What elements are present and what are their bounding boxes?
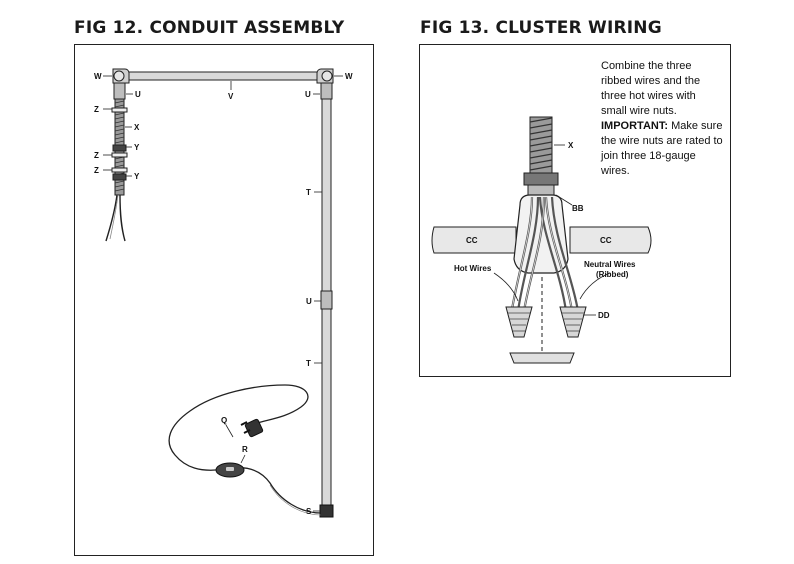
washer-z3 [111, 167, 128, 173]
note-text-2: Make sure the wire nuts are rated to joi… [601, 120, 723, 177]
washer-z2 [111, 152, 128, 158]
wire-nut-left [505, 306, 533, 338]
arm-cc-right [569, 226, 652, 254]
wire-left-a [105, 194, 118, 242]
hex-nut [523, 172, 559, 186]
note-important: IMPORTANT: [601, 120, 669, 132]
label-u-mid: U [306, 297, 312, 306]
label-v: V [228, 92, 234, 101]
label-t1: T [306, 188, 311, 197]
label-x: X [134, 123, 140, 132]
label-y1: Y [134, 143, 140, 152]
cluster-wiring-diagram: X BB CC CC Hot Wires Neutral Wires (Ribb… [431, 116, 652, 364]
nut-y2 [112, 173, 127, 181]
label-z2: Z [94, 151, 99, 160]
label-neutral-wires: Neutral Wires [584, 260, 636, 269]
arm-cc-left [431, 226, 517, 254]
label-u-left: U [135, 90, 141, 99]
coupler-u-right [320, 82, 333, 100]
label-q: Q [221, 416, 227, 425]
label-dd: DD [598, 311, 610, 320]
label-hot-wires: Hot Wires [454, 264, 492, 273]
neutral-wire-1 [538, 196, 568, 312]
conduit-assembly-panel: W W U U V Z X Z Y Z Y T U T Q R S [74, 44, 374, 556]
label-y2: Y [134, 172, 140, 181]
wiring-instructions: Combine the three ribbed wires and the t… [601, 59, 723, 179]
label-s: S [306, 507, 312, 516]
coupler-u-left [113, 82, 126, 100]
label-r: R [242, 445, 248, 454]
label-cc-right: CC [600, 236, 612, 245]
conduit-v [119, 71, 328, 81]
label-t2: T [306, 359, 311, 368]
note-text: Combine the three ribbed wires and the t… [601, 60, 701, 117]
label-z3: Z [94, 166, 99, 175]
washer [527, 184, 555, 196]
plug-icon [240, 418, 264, 438]
washer-z1 [111, 107, 128, 113]
base-disk [509, 352, 575, 364]
coupler-u-mid [320, 290, 333, 310]
hot-wire-2 [516, 196, 540, 312]
fig13-title: FIG 13. CLUSTER WIRING [420, 18, 662, 38]
nut-y1 [112, 144, 127, 152]
cluster-wiring-panel: X BB CC CC Hot Wires Neutral Wires (Ribb… [419, 44, 731, 377]
label-z1: Z [94, 105, 99, 114]
label-cc-left: CC [466, 236, 478, 245]
label-bb: BB [572, 204, 584, 213]
power-cord-q [168, 384, 322, 514]
conduit-t-upper [321, 98, 332, 300]
neutral-wire-3 [550, 196, 580, 312]
conduit-t-lower [321, 308, 332, 510]
label-x: X [568, 141, 574, 150]
wire-left-b [119, 194, 126, 242]
conduit-assembly-diagram: W W U U V Z X Z Y Z Y T U T Q R S [94, 68, 353, 518]
wire-nut-right [559, 306, 587, 338]
label-u-right: U [305, 90, 311, 99]
label-w-left: W [94, 72, 102, 81]
strain-relief-s [319, 504, 334, 518]
fig12-title: FIG 12. CONDUIT ASSEMBLY [74, 18, 345, 38]
label-ribbed: (Ribbed) [596, 270, 629, 279]
label-w-right: W [345, 72, 353, 81]
